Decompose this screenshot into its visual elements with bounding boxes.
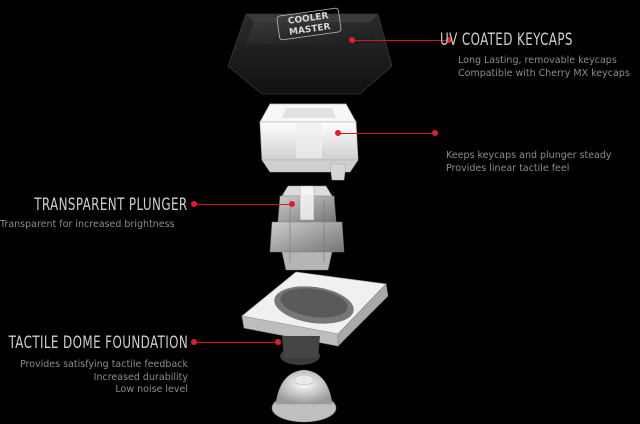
housing-leader-line <box>338 133 435 134</box>
keycaps-desc-line-1: Long Lasting, removable keycaps <box>458 55 617 66</box>
dome-desc-line-2: Increased durability <box>93 371 188 383</box>
housing-description: Keeps keycaps and plunger steady Provide… <box>446 150 612 175</box>
dome-leader-line <box>196 342 278 343</box>
keycaps-leader-line <box>352 40 448 41</box>
plunger <box>269 185 345 271</box>
dome-description: Provides satisfying tactile feedback Inc… <box>20 359 188 397</box>
dome-dot-end <box>275 339 281 345</box>
dome-desc-line-3: Low noise level <box>115 384 188 395</box>
rubber-dome <box>271 369 337 423</box>
housing-desc-line-1: Keeps keycaps and plunger steady <box>446 150 612 161</box>
plunger-title: TRANSPARENT PLUNGER <box>34 195 188 215</box>
housing-dot <box>335 130 341 136</box>
base-housing <box>241 271 389 365</box>
keycaps-desc-line-2: Compatible with Cherry MX keycaps <box>458 67 630 79</box>
keycaps-dot-end <box>446 37 452 43</box>
keycaps-description: Long Lasting, removable keycaps Compatib… <box>458 55 630 80</box>
dome-title: TACTILE DOME FOUNDATION <box>8 333 188 353</box>
housing-desc-line-2: Provides linear tactile feel <box>446 162 570 174</box>
housing-dot-end <box>432 130 438 136</box>
keycaps-title: UV COATED KEYCAPS <box>440 30 573 50</box>
plunger-desc-line-1: Transparent for increased brightness <box>0 219 175 230</box>
dome-desc-line-1: Provides satisfying tactile feedback <box>19 359 188 370</box>
plunger-dot <box>191 201 197 207</box>
top-housing <box>259 103 359 181</box>
plunger-leader-line <box>196 204 292 205</box>
dome-dot <box>191 339 197 345</box>
plunger-description: Transparent for increased brightness <box>0 219 175 232</box>
keycap: COOLER MASTER <box>227 7 393 95</box>
plunger-dot-end <box>289 201 295 207</box>
keycaps-dot <box>349 37 355 43</box>
